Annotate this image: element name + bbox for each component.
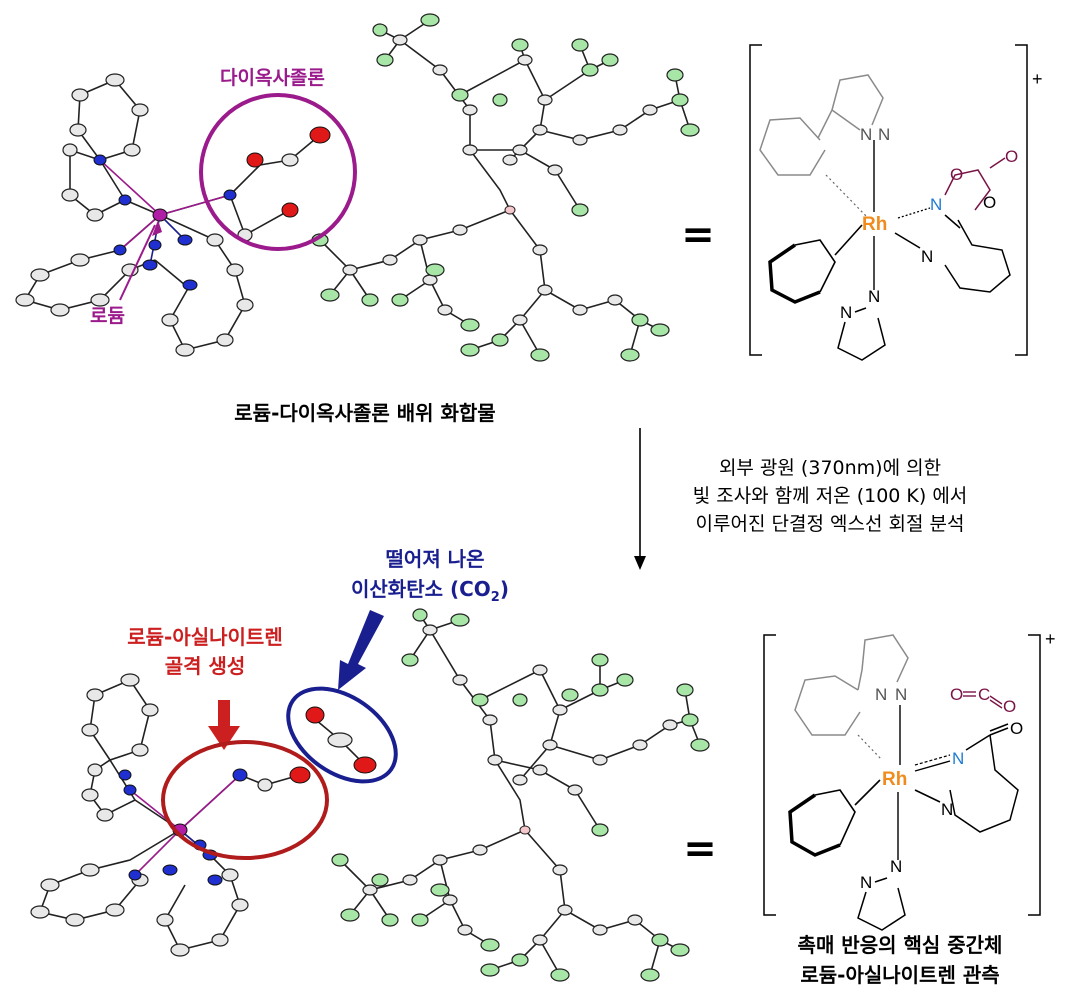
- rhodium-label-top: 로듐: [90, 305, 125, 327]
- acyl-pointer-arrow: [208, 700, 240, 750]
- bottom-left-bracket: [763, 634, 776, 916]
- rhodium-pointer-head-top: [152, 220, 162, 236]
- free-co2-formula: O C O: [950, 685, 1016, 716]
- arrow-note-line-2: 빛 조사와 함께 저온 (100 K) 에서: [693, 485, 968, 507]
- bottom-right-bracket: [1028, 634, 1041, 916]
- co2-pointer-arrow: [338, 610, 384, 690]
- n-pyridine-top: N: [921, 247, 933, 266]
- rhodium-pointer-arrow-top: [119, 224, 156, 301]
- acyl-nitrene-label-line-2: 골격 생성: [165, 654, 246, 678]
- n-grey-1: N: [860, 125, 872, 144]
- co2-highlight-ellipse: [286, 686, 398, 784]
- bottom-caption-line-2: 로듐-아실나이트렌 관측: [800, 963, 999, 987]
- bottom-chemical-structure: + O C O N N Rh N O: [763, 629, 1056, 931]
- top-crystal-structure: [15, 13, 700, 362]
- n-front-2-top: N: [868, 287, 880, 306]
- n-grey-2-bottom: N: [895, 685, 907, 704]
- co2-label-line-2: 이산화탄소 (CO2): [351, 577, 509, 605]
- n-blue-bottom: N: [952, 749, 964, 768]
- bottom-crystal-structure: [30, 608, 710, 982]
- arrow-note-line-1: 외부 광원 (370nm)에 의한: [719, 457, 941, 479]
- n-front-1-top: N: [840, 303, 852, 322]
- rh-atom-top: Rh: [862, 214, 887, 235]
- dioxazolone-label: 다이옥사졸론: [220, 67, 325, 89]
- n-grey-1-bottom: N: [875, 685, 887, 704]
- acyl-nitrene-highlight-ellipse: [161, 740, 329, 860]
- dioxazolone-highlight-circle: [199, 93, 357, 251]
- rh-atom-bottom: Rh: [882, 769, 907, 790]
- n-pyridine-bottom: N: [941, 800, 953, 819]
- n-front-2-bottom: N: [890, 857, 902, 876]
- o-top-2: O: [1005, 147, 1018, 166]
- o-bottom: O: [1010, 719, 1023, 738]
- arrow-note-line-3: 이루어진 단결정 엑스선 회절 분석: [696, 513, 965, 535]
- top-charge: +: [1032, 69, 1043, 89]
- top-right-bracket: [1015, 44, 1028, 356]
- top-equals-sign: =: [681, 212, 715, 258]
- acyl-nitrene-label-line-1: 로듐-아실나이트렌: [127, 625, 283, 649]
- co2-label-line-1: 떨어져 나온: [386, 547, 485, 571]
- bottom-charge: +: [1045, 629, 1056, 649]
- bottom-caption-line-1: 촉매 반응의 핵심 중간체: [798, 933, 1003, 957]
- n-blue-top: N: [930, 195, 942, 214]
- o-top-1: O: [950, 165, 963, 184]
- top-chemical-structure: + N N Rh N O O O N: [749, 44, 1043, 361]
- n-front-1-bottom: N: [860, 873, 872, 892]
- n-grey-2: N: [878, 125, 890, 144]
- o-top-3: O: [983, 193, 996, 212]
- svg-text:O: O: [950, 685, 963, 704]
- top-caption: 로듐-다이옥사졸론 배위 화합물: [234, 401, 495, 425]
- svg-text:C: C: [978, 685, 990, 704]
- bottom-equals-sign: =: [683, 826, 717, 872]
- svg-text:O: O: [1003, 697, 1016, 716]
- top-left-bracket: [749, 44, 762, 356]
- process-arrow-head: [634, 556, 646, 570]
